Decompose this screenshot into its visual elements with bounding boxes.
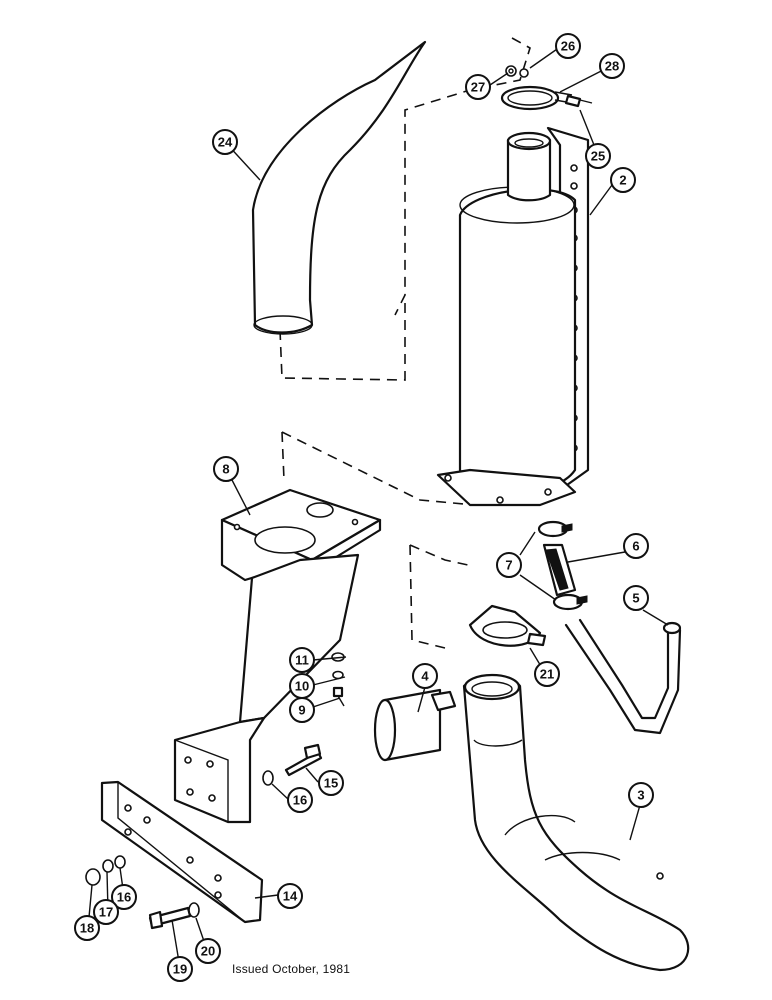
- svg-text:17: 17: [99, 905, 113, 920]
- tube-5: [564, 618, 682, 735]
- callout-14: 14: [277, 883, 303, 909]
- washer-20: [188, 902, 200, 918]
- mounting-bracket-8: [173, 488, 382, 824]
- callout-11: 11: [289, 647, 315, 673]
- svg-text:19: 19: [173, 962, 187, 977]
- svg-text:6: 6: [632, 539, 639, 554]
- bolt-9: [332, 686, 345, 707]
- svg-text:5: 5: [632, 591, 639, 606]
- exhaust-elbow-stack-24: [251, 40, 427, 335]
- svg-text:27: 27: [471, 80, 485, 95]
- svg-text:28: 28: [605, 59, 619, 74]
- washer-16-upper: [262, 770, 274, 786]
- callout-4: 4: [412, 663, 438, 689]
- svg-text:16: 16: [117, 890, 131, 905]
- callout-27: 27: [465, 74, 491, 100]
- svg-text:2: 2: [619, 173, 626, 188]
- callout-16-upper: 16: [287, 787, 313, 813]
- hose-clamp-7-lower: [552, 593, 588, 611]
- svg-text:25: 25: [591, 149, 605, 164]
- svg-text:14: 14: [283, 889, 298, 904]
- nut-27: [505, 65, 517, 77]
- callout-24: 24: [212, 129, 238, 155]
- callout-18: 18: [74, 915, 100, 941]
- svg-text:8: 8: [222, 462, 229, 477]
- callout-2: 2: [610, 167, 636, 193]
- svg-text:10: 10: [295, 679, 309, 694]
- svg-text:18: 18: [80, 921, 94, 936]
- svg-text:9: 9: [298, 703, 305, 718]
- callout-17: 17: [93, 899, 119, 925]
- clamp-bolt-25: [564, 94, 593, 108]
- lock-washer-26: [519, 68, 529, 78]
- svg-text:24: 24: [218, 135, 233, 150]
- callout-6: 6: [623, 533, 649, 559]
- plate-14: [100, 780, 264, 924]
- svg-text:26: 26: [561, 39, 575, 54]
- callout-26: 26: [555, 33, 581, 59]
- callout-7: 7: [496, 552, 522, 578]
- svg-text:20: 20: [201, 944, 215, 959]
- issue-date-note: Issued October, 1981: [232, 962, 351, 976]
- callout-3: 3: [628, 782, 654, 808]
- callouts: 2 3 4 5 6 7 8 9 10 11 14 15 16 16 17 18 …: [74, 33, 654, 982]
- callout-25: 25: [585, 143, 611, 169]
- stack-clamp-28: [500, 85, 573, 111]
- hose-clamp-7-upper: [537, 520, 573, 538]
- bolt-19: [148, 906, 192, 930]
- callout-10: 10: [289, 673, 315, 699]
- muffler-2: [436, 126, 590, 507]
- svg-text:16: 16: [293, 793, 307, 808]
- callout-9: 9: [289, 697, 315, 723]
- clamp-4: [373, 688, 457, 762]
- gasket-21: [468, 604, 547, 647]
- exhaust-pipe-3: [462, 673, 690, 972]
- svg-text:7: 7: [505, 558, 512, 573]
- callout-21: 21: [534, 661, 560, 687]
- callout-15: 15: [318, 770, 344, 796]
- callout-5: 5: [623, 585, 649, 611]
- callout-16-lower: 16: [111, 884, 137, 910]
- bolt-15: [284, 743, 323, 777]
- svg-text:4: 4: [421, 669, 429, 684]
- nut-18: [85, 868, 101, 886]
- callout-20: 20: [195, 938, 221, 964]
- svg-text:3: 3: [637, 788, 644, 803]
- svg-text:11: 11: [295, 653, 309, 668]
- callout-8: 8: [213, 456, 239, 482]
- callout-19: 19: [167, 956, 193, 982]
- callout-28: 28: [599, 53, 625, 79]
- svg-text:15: 15: [324, 776, 338, 791]
- washer-16-lower: [114, 855, 126, 869]
- svg-text:21: 21: [540, 667, 554, 682]
- hose-6: [542, 543, 577, 597]
- lock-washer-17: [102, 859, 114, 873]
